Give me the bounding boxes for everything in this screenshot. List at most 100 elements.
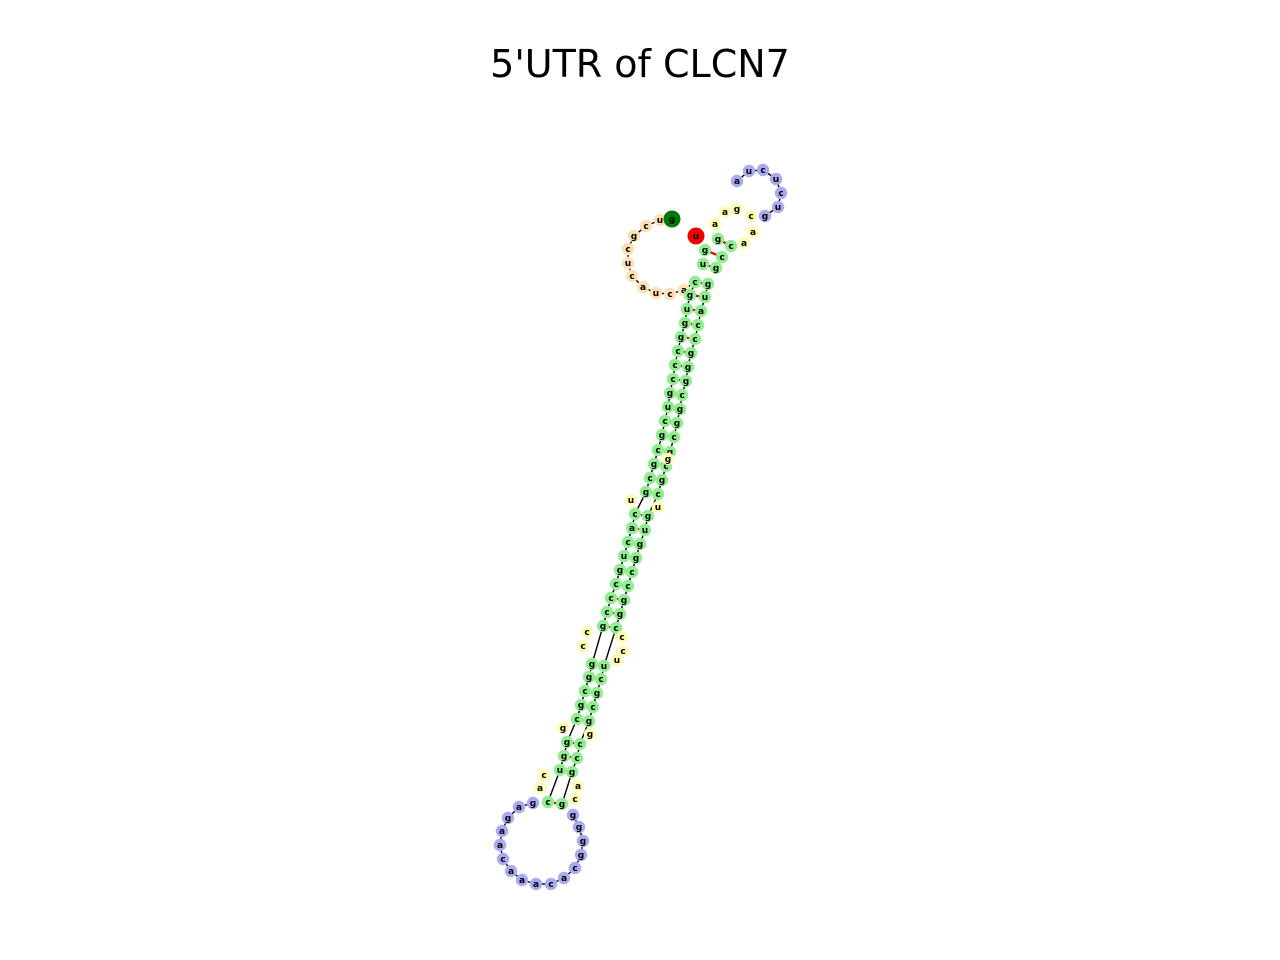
hairpin-loop-nucleotide: a [493, 838, 507, 852]
stem-nucleotide-marker [590, 686, 604, 700]
stem-nucleotide-marker [709, 261, 723, 275]
nucleotide-label: u [665, 403, 671, 413]
stem-nucleotide: u [638, 523, 652, 537]
five-prime-end-marker-marker [663, 210, 681, 228]
stem-nucleotide: u [680, 302, 694, 316]
interior-loop-nucleotide-marker [718, 205, 732, 219]
hairpin-loop-nucleotide-marker [568, 861, 582, 875]
nucleotide-label: u [557, 766, 563, 776]
stem-nucleotide-marker [628, 507, 642, 521]
stem-nucleotide-marker [541, 795, 555, 809]
nucleotide-label: c [620, 647, 625, 657]
hairpin-loop-nucleotide: a [504, 864, 518, 878]
nucleotide-label: g [685, 363, 691, 373]
stem-nucleotide-marker [680, 302, 694, 316]
stem-nucleotide: g [613, 607, 627, 621]
nucleotide-label: a [722, 208, 728, 218]
interior-loop-nucleotide: c [576, 639, 590, 653]
stem-nucleotide-marker [629, 551, 643, 565]
stem-nucleotide-marker [673, 402, 687, 416]
nucleotide-label: g [587, 730, 593, 740]
nucleotide-label: g [705, 280, 711, 290]
interior-loop-nucleotide: g [661, 452, 675, 465]
nucleotide-label: g [762, 212, 768, 222]
nucleotide-label: g [677, 405, 683, 415]
external-loop-nucleotide-marker [627, 229, 641, 243]
stem-nucleotide: g [679, 374, 693, 388]
hairpin-loop-nucleotide: a [730, 174, 744, 188]
nucleotide-label: g [659, 476, 665, 486]
nucleotide-label: g [715, 235, 721, 245]
stem-nucleotide-marker [585, 657, 599, 671]
hairpin-loop-nucleotide-marker [769, 172, 783, 186]
stem-nucleotide-marker [557, 749, 571, 763]
nucleotide-label: c [541, 771, 546, 781]
external-loop-nucleotide: c [625, 269, 639, 282]
nucleotide-label: a [750, 228, 756, 238]
nucleotide-label: g [651, 460, 657, 470]
stem-nucleotide-marker [617, 593, 631, 607]
interior-loop-nucleotide: a [718, 205, 732, 219]
nucleotide-label: u [614, 656, 620, 666]
nucleotide-label: c [598, 675, 603, 685]
external-loop-nucleotide: c [621, 242, 635, 256]
hairpin-loop-nucleotide-marker [504, 864, 518, 878]
hairpin-loop-nucleotide-marker [529, 877, 543, 891]
interior-loop-nucleotide-marker [533, 781, 547, 795]
nucleotide-label: c [672, 361, 677, 371]
stem-nucleotide-marker [565, 765, 579, 779]
hairpin-loop-nucleotide: c [496, 852, 510, 866]
hairpin-loop-nucleotide-marker [493, 838, 507, 852]
stem-nucleotide: c [621, 579, 635, 593]
stem-nucleotide-marker [651, 443, 665, 457]
nucleotide-label: c [662, 417, 667, 427]
stem-nucleotide-marker [666, 372, 680, 386]
hairpin-loop-nucleotide-marker [771, 200, 785, 214]
stem-nucleotide-marker [679, 374, 693, 388]
stem-nucleotide-marker [681, 360, 695, 374]
nucleotide-label: c [663, 462, 668, 472]
stem-nucleotide: c [609, 621, 623, 635]
stem-nucleotide-marker [613, 563, 627, 577]
interior-loop-nucleotide: c [744, 209, 758, 223]
stem-nucleotide: g [633, 537, 647, 551]
nucleotide-label: c [545, 798, 550, 808]
nucleotide-label: u [775, 203, 781, 213]
interior-loop-nucleotide-marker [744, 209, 758, 223]
stem-nucleotide: c [651, 487, 665, 500]
external-loop-nucleotide-marker [649, 286, 663, 300]
interior-loop-nucleotide-marker [580, 625, 594, 639]
nucleotide-label: g [713, 264, 719, 274]
interior-loop-nucleotide: a [708, 217, 722, 231]
nucleotide-label: u [625, 259, 631, 269]
nucleotide-label: c [574, 754, 579, 764]
nucleotide-label: g [678, 333, 684, 343]
stem-nucleotide: c [600, 605, 614, 619]
stem-nucleotide: c [586, 700, 600, 714]
nucleotide-label: c [643, 222, 648, 232]
nucleotide-label: c [647, 474, 652, 484]
hairpin-loop-nucleotide-marker [496, 852, 510, 866]
hairpin-loop-nucleotide: a [495, 824, 509, 838]
nucleotide-label: a [640, 283, 646, 293]
stem-nucleotide: g [574, 698, 588, 712]
stem-nucleotide-marker [553, 763, 567, 777]
nucleotide-label: g [645, 512, 651, 522]
external-loop-nucleotide: g [627, 229, 641, 243]
nucleotide-label: g [530, 799, 536, 809]
nucleotide-label: g [633, 554, 639, 564]
interior-loop-nucleotide: u [651, 500, 665, 514]
external-loop-nucleotide: u [653, 213, 667, 227]
stem-nucleotide-marker [582, 714, 596, 728]
stem-nucleotide-marker [621, 579, 635, 593]
hairpin-loop-nucleotide-marker [774, 186, 788, 200]
stem-nucleotide: g [683, 288, 697, 301]
nucleotide-label: c [574, 715, 579, 725]
hairpin-loop-nucleotide: c [568, 861, 582, 875]
nucleotide-label: g [659, 431, 665, 441]
interior-loop-nucleotide-marker [568, 792, 582, 806]
nucleotide-label: g [682, 319, 688, 329]
interior-loop-nucleotide-marker [651, 500, 665, 514]
nucleotide-label: g [617, 566, 623, 576]
